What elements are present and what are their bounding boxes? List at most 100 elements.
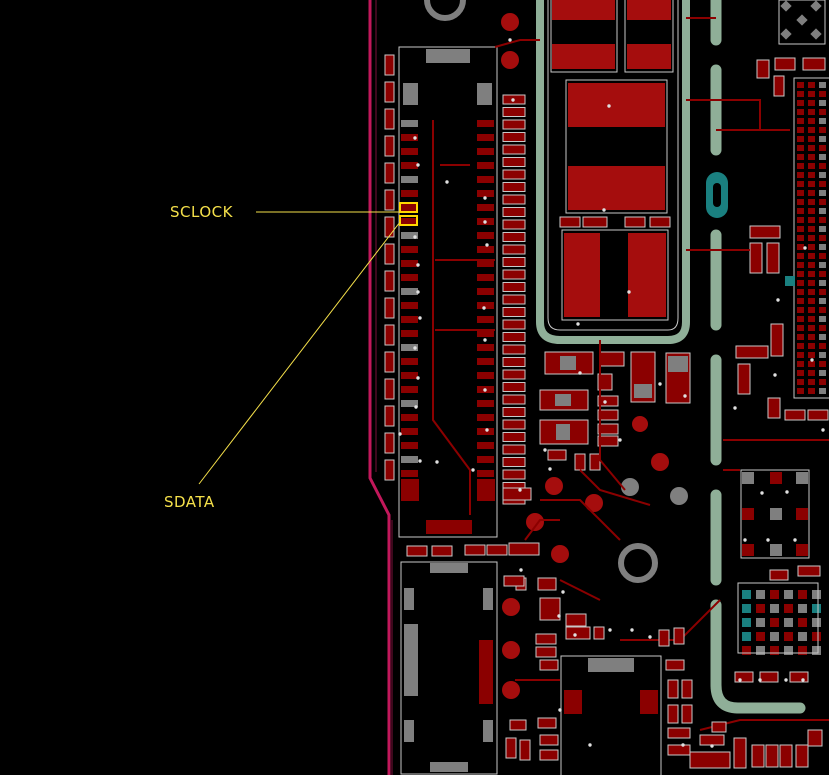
edge-capacitor [384, 54, 395, 76]
capacitor [502, 357, 526, 367]
header-pin [808, 271, 815, 277]
connector-pin [401, 372, 418, 379]
via-dot [793, 538, 797, 542]
connector-pin [401, 302, 418, 309]
header-pin [808, 316, 815, 322]
edge-capacitor [384, 270, 395, 292]
via-dot [821, 428, 825, 432]
bga-ball [798, 590, 807, 599]
capacitor [789, 671, 809, 683]
capacitor [502, 487, 532, 501]
header-pin [819, 307, 826, 313]
header-pin [797, 199, 804, 205]
capacitor [539, 597, 561, 621]
header-pin [797, 379, 804, 385]
capacitor [502, 119, 526, 130]
via-dot [776, 298, 780, 302]
via-dot [416, 263, 420, 267]
connector-pin [477, 414, 494, 421]
connector-pin [477, 288, 494, 295]
edge-capacitor [384, 216, 395, 238]
connector-pin [401, 400, 418, 407]
via-dot [483, 196, 487, 200]
header-pin [808, 136, 815, 142]
connector-pin [401, 134, 418, 141]
bga-ball [742, 646, 751, 655]
connector-pin [477, 470, 494, 477]
capacitor [502, 444, 526, 455]
via-dot [683, 394, 687, 398]
via-dot [413, 346, 417, 350]
header-pin [797, 127, 804, 133]
via-dot [766, 538, 770, 542]
header-pin [808, 235, 815, 241]
connector-pin [401, 330, 418, 337]
via-dot [416, 376, 420, 380]
header-pin [797, 118, 804, 124]
via-dot [485, 243, 489, 247]
capacitor [406, 545, 428, 557]
edge-capacitor [384, 297, 395, 319]
header-pin [808, 181, 815, 187]
sclock-label: SCLOCK [170, 203, 233, 221]
header-pin [808, 91, 815, 97]
keepout-column [710, 0, 806, 714]
via-dot [483, 220, 487, 224]
connector-pin [401, 246, 418, 253]
bottom-connector [400, 561, 662, 775]
via-dot [710, 744, 714, 748]
via-dot [413, 235, 417, 239]
capacitor [537, 577, 557, 591]
via-dot [603, 400, 607, 404]
header-pin [797, 217, 804, 223]
bga-ball [770, 646, 779, 655]
header-pin [797, 244, 804, 250]
header-pin [819, 298, 826, 304]
connector-pin [477, 358, 494, 365]
header-pin [808, 82, 815, 88]
connector-pins-right [477, 120, 494, 477]
capacitor [502, 344, 526, 355]
header-pin [797, 82, 804, 88]
header-pin [808, 118, 815, 124]
capacitor [519, 739, 531, 761]
capacitor [733, 737, 747, 769]
header-pin [808, 226, 815, 232]
connector-pin [477, 134, 494, 141]
connector-pin [401, 344, 418, 351]
connector-pin [401, 176, 418, 183]
bga-ball [812, 632, 821, 641]
capacitor [535, 646, 557, 658]
bga-ball [798, 646, 807, 655]
bga-ball [784, 646, 793, 655]
bga-ball [784, 632, 793, 641]
header-pin [819, 316, 826, 322]
header-pin [808, 109, 815, 115]
connector-pin [401, 358, 418, 365]
via-dot [418, 459, 422, 463]
via-dot [784, 678, 788, 682]
via-dot [758, 678, 762, 682]
bga-ball [770, 590, 779, 599]
connector-pin [401, 274, 418, 281]
header-pin [808, 172, 815, 178]
header-pin [819, 361, 826, 367]
capacitor [681, 704, 693, 724]
capacitor [502, 232, 526, 242]
capacitor [807, 729, 823, 747]
sclock-sdata-pads [399, 202, 418, 226]
header-pin [797, 253, 804, 259]
capacitor [502, 144, 526, 155]
via-dot [738, 678, 742, 682]
via-dot [801, 678, 805, 682]
header-pin [808, 370, 815, 376]
via-dot [483, 388, 487, 392]
connector-pin [401, 148, 418, 155]
header-pin [797, 388, 804, 394]
edge-capacitor [384, 324, 395, 346]
header-pin [819, 136, 826, 142]
connector-pin [401, 414, 418, 421]
capacitor [502, 219, 526, 230]
header-pin [808, 262, 815, 268]
header-pin [797, 271, 804, 277]
